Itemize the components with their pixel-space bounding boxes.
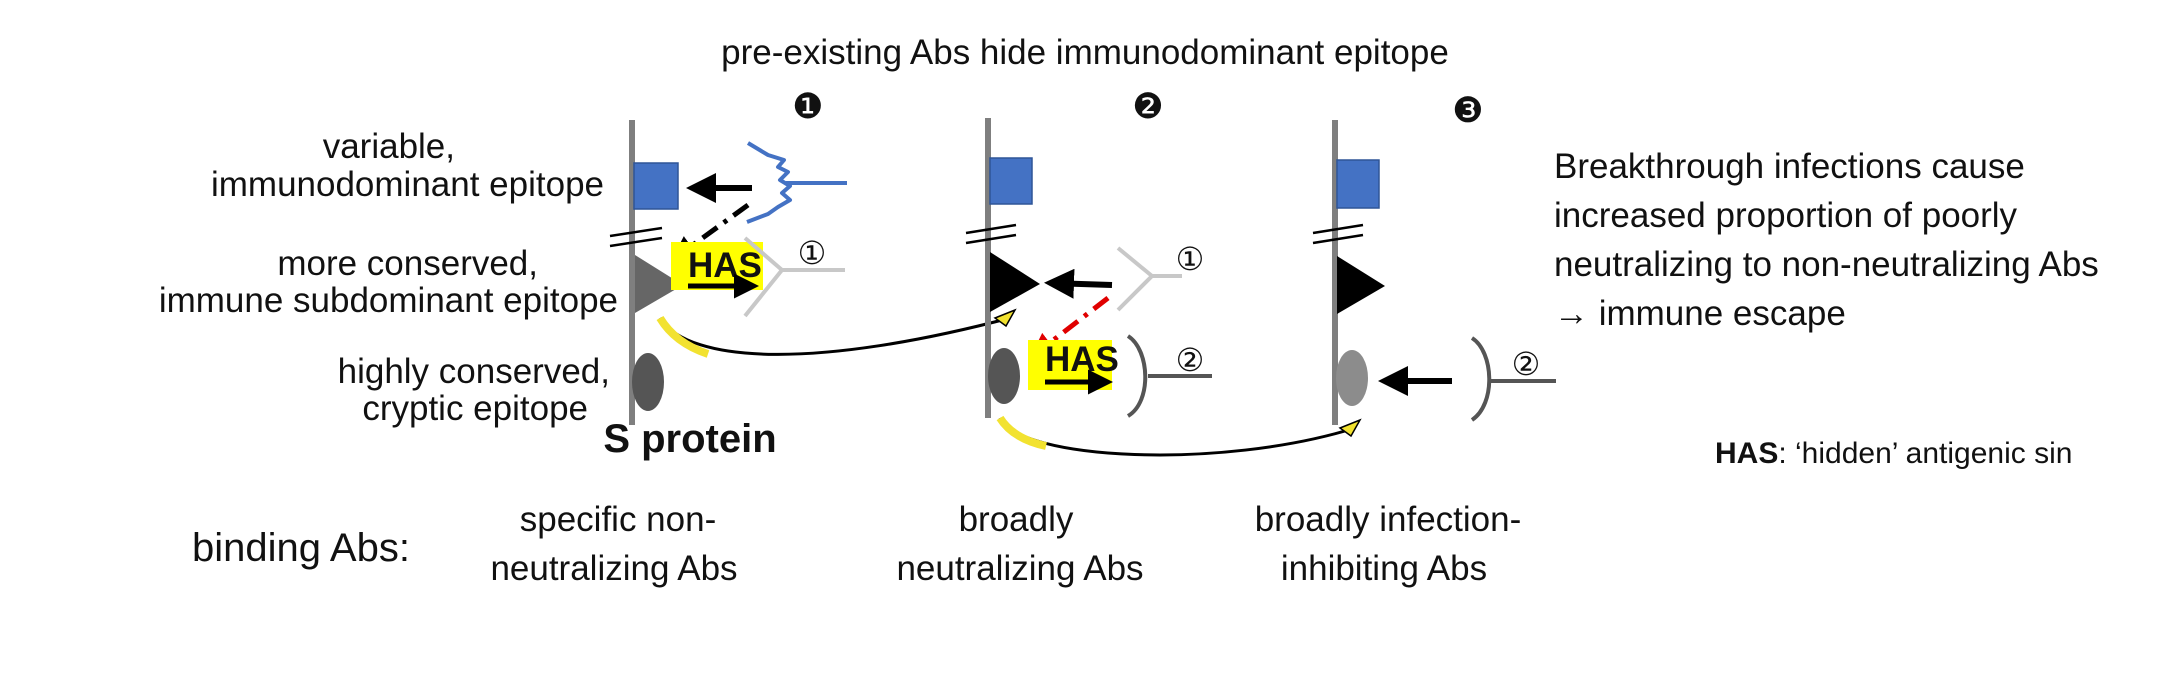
break-mark-3a bbox=[1312, 223, 1364, 235]
transition-arc-2-highlight bbox=[996, 415, 1047, 450]
break-mark-2b bbox=[965, 233, 1017, 245]
antibody-marker-1b: ① bbox=[1176, 241, 1205, 277]
cryptic-epitope-label-line1: highly conserved, bbox=[338, 352, 610, 391]
transition-arc-1-highlight bbox=[656, 315, 710, 358]
conserved-epitope-label-line2: immune subdominant epitope bbox=[159, 281, 618, 320]
antibody-1-gray-2 bbox=[1116, 246, 1182, 312]
break-mark-1a bbox=[609, 226, 663, 238]
dashdot-arrow-1 bbox=[670, 202, 750, 261]
outcome-text-line1: Breakthrough infections cause bbox=[1554, 147, 2025, 186]
arrow-to-conserved-epitope-2 bbox=[1044, 268, 1113, 299]
col2-label-line1: broadly bbox=[959, 500, 1074, 539]
antibody-1-gray-1 bbox=[743, 236, 845, 318]
variable-epitope-square-3 bbox=[1336, 159, 1380, 209]
cryptic-epitope-oval-2 bbox=[988, 348, 1020, 404]
col2-label-line2: neutralizing Abs bbox=[896, 549, 1143, 588]
panel-2: ① HAS ② bbox=[965, 118, 1212, 418]
break-mark-1b bbox=[609, 236, 663, 248]
antibody-2-dark-2 bbox=[1126, 334, 1212, 418]
outcome-text-line3: neutralizing to non-neutralizing Abs bbox=[1554, 245, 2099, 284]
transition-arc-1 bbox=[658, 316, 1011, 356]
conserved-epitope-triangle-3 bbox=[1337, 256, 1385, 314]
transition-arc-2 bbox=[998, 417, 1356, 457]
antibody-marker-1a: ① bbox=[798, 235, 827, 271]
outcome-text-line2: increased proportion of poorly bbox=[1554, 196, 2018, 235]
col1-label-line1: specific non- bbox=[520, 500, 716, 539]
has-legend: HAS: ‘hidden’ antigenic sin bbox=[1715, 437, 2072, 470]
variable-epitope-square-2 bbox=[989, 157, 1033, 205]
antibody-marker-2a: ② bbox=[1176, 342, 1205, 378]
binding-abs-row-label: binding Abs: bbox=[192, 526, 410, 570]
variable-epitope-square-1 bbox=[633, 162, 679, 210]
conserved-epitope-label-line1: more conserved, bbox=[277, 244, 538, 283]
transition-arc-2-head bbox=[1338, 418, 1362, 438]
break-mark-3b bbox=[1312, 233, 1364, 245]
step-marker-3: ❸ bbox=[1452, 91, 1483, 130]
panel-1: HAS ① S protein bbox=[603, 120, 847, 461]
cryptic-epitope-label-line2: cryptic epitope bbox=[362, 389, 588, 428]
col3-label-line1: broadly infection- bbox=[1255, 500, 1522, 539]
cryptic-epitope-oval-1 bbox=[632, 353, 664, 411]
transition-arc-1-head bbox=[993, 308, 1017, 328]
step-marker-2: ❷ bbox=[1132, 87, 1163, 126]
conserved-epitope-triangle-1 bbox=[635, 255, 683, 313]
variable-epitope-label-line2: immunodominant epitope bbox=[211, 165, 604, 204]
panel-3: ② bbox=[1312, 120, 1556, 425]
step-marker-1: ❶ bbox=[792, 87, 823, 126]
s-protein-label: S protein bbox=[603, 417, 776, 461]
antibody-marker-2b: ② bbox=[1512, 346, 1541, 382]
conserved-epitope-triangle-2 bbox=[990, 252, 1040, 312]
has-label-1: HAS bbox=[688, 246, 762, 285]
has-legend-key: HAS bbox=[1715, 437, 1778, 470]
col1-label-line2: neutralizing Abs bbox=[490, 549, 737, 588]
cryptic-epitope-oval-3 bbox=[1336, 350, 1368, 406]
col3-label-line2: inhibiting Abs bbox=[1281, 549, 1487, 588]
outcome-text-line4: → immune escape bbox=[1554, 294, 1846, 333]
has-label-2: HAS bbox=[1045, 340, 1119, 379]
blue-antibody-1 bbox=[746, 141, 792, 224]
antibody-2-dark-3 bbox=[1470, 336, 1556, 422]
diagram-title: pre-existing Abs hide immunodominant epi… bbox=[721, 33, 1449, 72]
variable-epitope-label-line1: variable, bbox=[323, 127, 455, 166]
break-mark-2a bbox=[965, 223, 1017, 235]
has-legend-text: : ‘hidden’ antigenic sin bbox=[1778, 437, 2072, 470]
